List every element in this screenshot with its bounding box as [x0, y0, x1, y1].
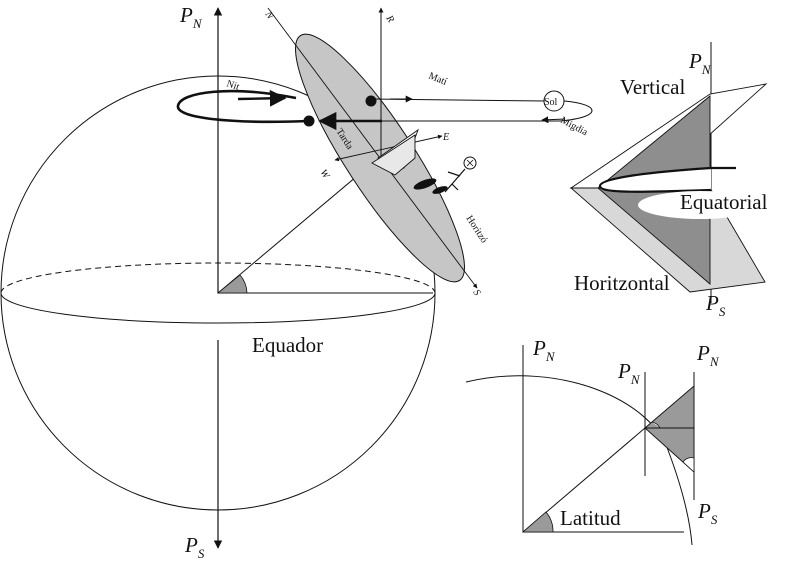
shadow-blob: [413, 178, 437, 190]
morning-label: Matí: [427, 71, 449, 88]
gnomon-triangle: [644, 385, 695, 474]
sun-turn-arc: [559, 100, 593, 122]
lat-pole-bottom: PS: [697, 499, 718, 527]
zenith-label: R: [383, 13, 396, 25]
latitude-label: Latitud: [560, 506, 621, 530]
night-label: Nit: [225, 78, 241, 92]
sundial-pole-north: PN: [688, 49, 712, 77]
equatorial-label: Equatorial: [680, 190, 768, 214]
night-arrow: [237, 89, 287, 107]
latitude-angle-wedge: [216, 274, 248, 294]
horizon-label: Horitzó: [463, 214, 489, 246]
mini-dial-gnomon: [371, 134, 416, 176]
east-west-line: [334, 134, 443, 162]
globe-pole-south: PS: [184, 533, 205, 561]
sun-label: Sol: [544, 97, 558, 108]
noon-label: Migdia: [559, 115, 590, 139]
sundial-detail: PN PS Vertical Equatorial Horitzontal: [569, 42, 768, 319]
equatorial-disk: [598, 166, 712, 193]
sundial-pole-south: PS: [705, 291, 726, 319]
globe-pole-north: PN: [179, 3, 203, 31]
horizontal-label: Horitzontal: [574, 271, 670, 295]
equator-label: Equador: [252, 333, 323, 357]
globe: PN PS Equador: [0, 3, 436, 561]
angle-mark-bottom: [682, 457, 695, 473]
horizon-west: W: [317, 168, 332, 182]
sunset-dot: [303, 115, 315, 127]
vertical-label: Vertical: [620, 75, 685, 99]
north-south-line: [267, 7, 478, 289]
observer-figure-icon: [444, 156, 477, 193]
shadow-blob: [432, 186, 448, 194]
horizon-north: N: [262, 9, 276, 23]
lat-pole-left: PN: [532, 336, 556, 364]
sunrise-dot: [365, 95, 377, 107]
lat-pole-mid: PN: [617, 359, 641, 387]
lat-pole-right: PN: [696, 341, 720, 369]
equator-front: [0, 292, 436, 324]
night-arc: [176, 89, 309, 124]
latitude-wedge: [521, 511, 554, 533]
angle-mark-top: [651, 421, 661, 429]
horizon-east: E: [442, 132, 449, 143]
horizon-disk: N S E W R Horitzó Tarda: [262, 7, 489, 298]
equatorial-label-bg: [638, 191, 762, 219]
latitude-detail: PN PN PN PS Latitud: [465, 336, 720, 546]
noon-arrow: [541, 116, 566, 124]
horizon-south: S: [470, 288, 482, 298]
